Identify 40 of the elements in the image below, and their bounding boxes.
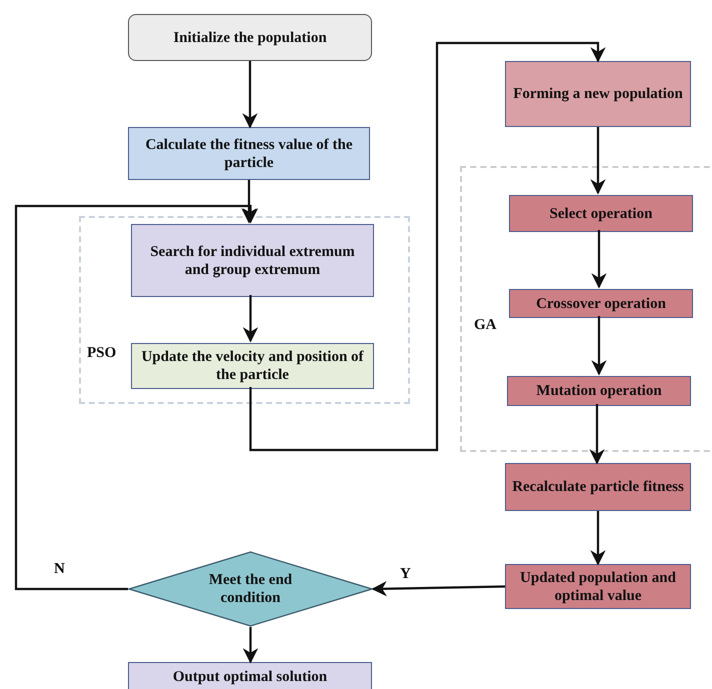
process-box	[505, 564, 691, 609]
arrow	[242, 61, 258, 129]
node-text: Mutation operation	[536, 382, 662, 400]
process-box	[509, 289, 693, 318]
node-text: Search for individual extremum and group extremum	[149, 242, 356, 278]
process-box	[505, 61, 691, 127]
arrow	[249, 42, 606, 452]
process-box	[131, 343, 374, 389]
arrow	[589, 404, 605, 465]
process-box	[507, 376, 691, 406]
node-text: Select operation	[550, 204, 652, 222]
node-text: Updated population and optimal value	[519, 568, 677, 604]
node-text: Initialize the population	[173, 28, 327, 46]
node-text: Forming a new population	[513, 85, 683, 103]
arrow	[242, 295, 258, 343]
node-text: Output optimal solution	[172, 668, 328, 686]
arrow	[14, 204, 258, 590]
start-box	[128, 14, 372, 61]
process-box	[131, 224, 374, 297]
node-text: Calculate the fitness value of the particle	[144, 136, 354, 172]
arrow	[591, 316, 607, 376]
arrow	[241, 180, 257, 224]
arrow	[590, 127, 606, 195]
group-label: GA	[474, 316, 496, 334]
node-text: Recalculate particle fitness	[512, 478, 684, 496]
arrow	[591, 230, 607, 289]
arrow	[242, 627, 258, 664]
group-label: PSO	[87, 344, 116, 362]
dashed-group	[460, 166, 712, 452]
process-box	[128, 127, 370, 180]
arrow	[590, 511, 606, 566]
node-text: Meet the end condition	[208, 571, 294, 607]
dashed-group	[79, 216, 410, 404]
arrow	[371, 581, 506, 596]
process-box	[509, 195, 693, 232]
process-box	[128, 662, 372, 689]
node-text: Crossover operation	[536, 294, 666, 312]
process-box	[505, 463, 691, 511]
node-text: Update the velocity and position of the particle	[140, 348, 365, 384]
decision-diamond	[128, 551, 373, 627]
